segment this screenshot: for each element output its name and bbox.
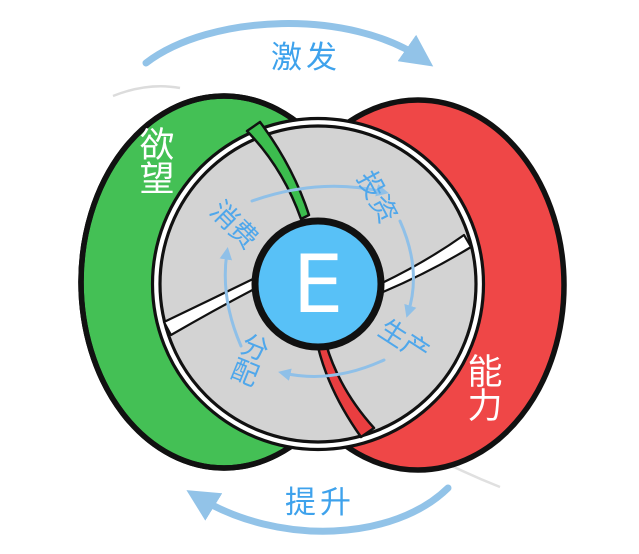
green-blade <box>245 120 311 221</box>
desire-label: 欲 望 <box>139 126 174 200</box>
desire-label-char2: 望 <box>139 160 174 200</box>
white-blade-right <box>378 233 473 294</box>
inner-cycle-arrows <box>219 184 417 381</box>
arrow-produce-to-distribute <box>278 358 386 381</box>
hub-letter: E <box>293 238 344 331</box>
improve-arrow <box>186 484 452 535</box>
improve-label: 提升 <box>285 485 355 521</box>
hub-circle <box>251 217 385 351</box>
desire-label-char1: 欲 <box>139 126 174 166</box>
ability-label-char2: 力 <box>467 387 502 427</box>
arrow-distribute-to-consume <box>219 247 243 348</box>
sketch-artifact-top-left <box>112 84 181 98</box>
ability-label-char1: 能 <box>467 353 502 393</box>
stimulate-arrow <box>142 20 434 67</box>
ability-label: 能 力 <box>467 353 502 427</box>
arrow-invest-to-produce <box>398 219 417 318</box>
arrow-consume-to-invest <box>250 184 389 203</box>
stimulate-label: 激发 <box>271 40 341 76</box>
